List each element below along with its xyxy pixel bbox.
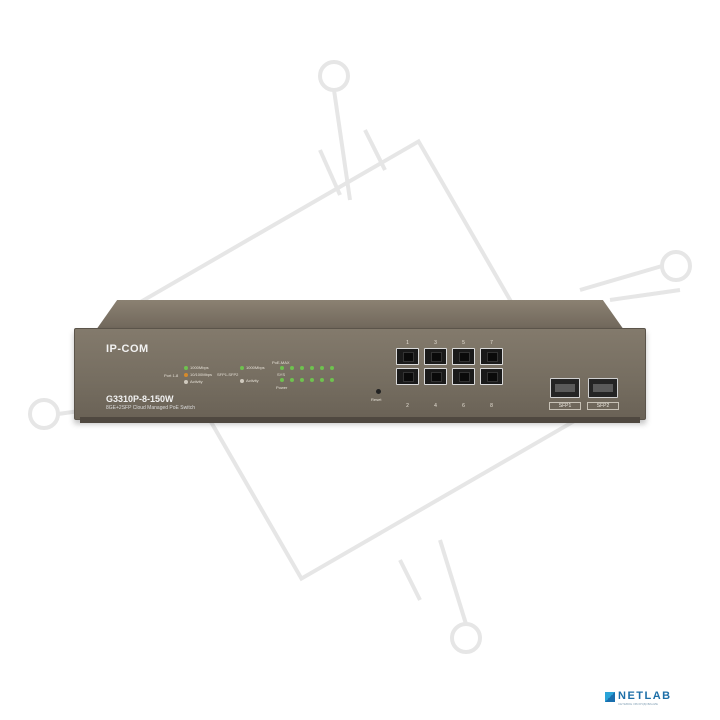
sfp-label: SFP2: [587, 402, 619, 410]
port-number: 4: [434, 403, 437, 409]
port-number: 5: [462, 340, 465, 346]
status-led: [310, 366, 314, 370]
watermark-frame: [138, 138, 582, 582]
sys-label: SYS: [277, 372, 286, 377]
led-activity-label: Activity: [190, 379, 203, 384]
status-led: [320, 366, 324, 370]
ethernet-port-3[interactable]: [424, 348, 447, 365]
port-number: 2: [406, 403, 409, 409]
led-10-100-indicator: [184, 373, 188, 377]
status-led: [280, 366, 284, 370]
status-led: [290, 366, 294, 370]
status-led: [280, 378, 284, 382]
status-led: [330, 378, 334, 382]
ethernet-port-2[interactable]: [396, 368, 419, 385]
sfp-port-2[interactable]: [588, 378, 618, 398]
ethernet-port-6[interactable]: [452, 368, 475, 385]
led-1000-label: 1000Mbps: [190, 365, 209, 370]
status-led: [330, 366, 334, 370]
port-number: 6: [462, 403, 465, 409]
ethernet-port-4[interactable]: [424, 368, 447, 385]
status-led: [300, 378, 304, 382]
sfp-label: SFP1: [549, 402, 581, 410]
sfp-led-activity-label: Activity: [246, 378, 259, 383]
watermark-circle-top: [318, 60, 350, 92]
ethernet-port-5[interactable]: [452, 348, 475, 365]
status-led: [290, 378, 294, 382]
ethernet-port-8[interactable]: [480, 368, 503, 385]
led-1000-indicator: [184, 366, 188, 370]
port-range-label: Port 1-8: [164, 373, 179, 378]
status-led: [310, 378, 314, 382]
sfp-led-1000-label: 1000Mbps: [246, 365, 265, 370]
led-10-100-label: 10/100Mbps: [190, 372, 213, 377]
network-switch: IP-COM G3310P-8-150W 8GE+2SFP Cloud Mana…: [74, 300, 646, 424]
netlab-logo-subtext: СЕТЕВОЕ ОБОРУДОВАНИЕ: [618, 702, 658, 706]
port-number: 1: [406, 340, 409, 346]
sfp-port-1[interactable]: [550, 378, 580, 398]
led-activity-indicator: [184, 380, 188, 384]
port-number: 8: [490, 403, 493, 409]
watermark-circle-right: [660, 250, 692, 282]
netlab-mark-icon: [605, 692, 615, 702]
sfp-led-1000-indicator: [240, 366, 244, 370]
chassis-bottom: [80, 417, 640, 423]
status-led: [300, 366, 304, 370]
watermark-circle-bottom: [450, 622, 482, 654]
port-number: 7: [490, 340, 493, 346]
status-led: [320, 378, 324, 382]
sfp-range-label: SFP1-SFP2: [217, 372, 239, 377]
model-name: G3310P-8-150W: [106, 394, 174, 404]
netlab-logo-text: NETLAB: [618, 690, 672, 702]
model-description: 8GE+2SFP Cloud Managed PoE Switch: [106, 405, 195, 411]
chassis-top: [96, 300, 624, 330]
ethernet-port-7[interactable]: [480, 348, 503, 365]
reset-button[interactable]: [376, 389, 381, 394]
sfp-led-activity-indicator: [240, 379, 244, 383]
reset-label: Reset: [371, 397, 382, 402]
brand-logo: IP-COM: [106, 343, 149, 355]
poe-max-label: PoE-MAX: [272, 360, 290, 365]
port-number: 3: [434, 340, 437, 346]
watermark-circle-left: [28, 398, 60, 430]
ethernet-port-1[interactable]: [396, 348, 419, 365]
power-label: Power: [276, 385, 288, 390]
